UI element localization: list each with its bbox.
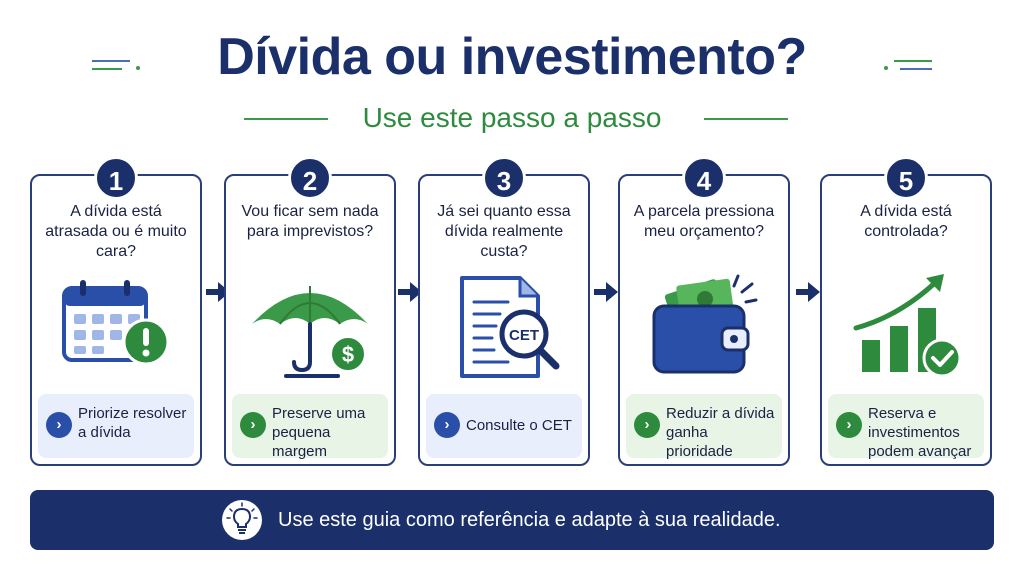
step-card-2: 2 Vou ficar sem nada para imprevistos? $… [224, 156, 396, 466]
step-number-badge: 1 [94, 156, 138, 200]
step-action-label: Preserve uma pequena margem [272, 405, 366, 460]
step-action-label: Consulte o CET [466, 417, 572, 434]
wallet-cash-icon [638, 272, 770, 382]
step-action[interactable]: › Reserva e investimentos podem avançar [828, 394, 984, 460]
growth-chart-check-icon [840, 272, 972, 382]
chevron-right-icon: › [836, 412, 862, 438]
step-action[interactable]: › Preserve uma pequena margem [232, 394, 388, 460]
subtitle-line-left [244, 118, 328, 120]
step-action-label: Priorize resolver a dívida [78, 405, 187, 441]
chevron-right-icon: › [46, 412, 72, 438]
step-question: Já sei quanto essa dívida realmente cust… [437, 203, 571, 260]
chevron-right-icon: › [240, 412, 266, 438]
step-number-badge: 2 [288, 156, 332, 200]
step-question: A dívida está controlada? [860, 203, 952, 240]
document-magnifier-icon: CET [438, 272, 570, 382]
step-action[interactable]: › Reduzir a dívida ganha prioridade [626, 394, 782, 460]
subtitle-line-right [704, 118, 788, 120]
step-action-label: Reserva e investimentos podem avançar [868, 405, 972, 460]
arrow-right-icon [594, 280, 618, 304]
title-decoration-dot-left [136, 66, 140, 70]
step-question: Vou ficar sem nada para imprevistos? [241, 203, 379, 240]
lightbulb-icon [222, 500, 262, 540]
step-action[interactable]: › Consulte o CET [426, 394, 582, 458]
arrow-right-icon [796, 280, 820, 304]
step-question: A dívida está atrasada ou é muito cara? [45, 203, 187, 260]
title-decoration-left-2 [92, 68, 122, 70]
calendar-alert-icon [50, 272, 182, 382]
step-number-badge: 3 [482, 156, 526, 200]
step-number-badge: 5 [884, 156, 928, 200]
footer-text: Use este guia como referência e adapte à… [278, 509, 781, 531]
chevron-right-icon: › [634, 412, 660, 438]
step-action-label: Reduzir a dívida ganha prioridade [666, 405, 775, 460]
page-title: Dívida ou investimento? [217, 28, 807, 86]
arrow-right-icon [398, 280, 422, 304]
step-question: A parcela pressiona meu orçamento? [633, 203, 775, 240]
svg-text:$: $ [342, 342, 354, 367]
title-decoration-right-2 [900, 68, 932, 70]
step-card-1: 1 A dívida está atrasada ou é muito cara… [30, 156, 202, 466]
umbrella-money-icon: $ [244, 272, 376, 382]
step-card-5: 5 A dívida está controlada? › Reserva e … [820, 156, 992, 466]
cet-label: CET [509, 327, 539, 344]
title-area: Dívida ou investimento? [0, 22, 1024, 92]
step-card-3: 3 Já sei quanto essa dívida realmente cu… [418, 156, 590, 466]
footer-banner: Use este guia como referência e adapte à… [30, 490, 994, 550]
step-number-badge: 4 [682, 156, 726, 200]
subtitle-area: Use este passo a passo [0, 98, 1024, 138]
title-decoration-left [92, 60, 130, 62]
title-decoration-right [894, 60, 932, 62]
title-decoration-dot-right [884, 66, 888, 70]
step-action[interactable]: › Priorize resolver a dívida [38, 394, 194, 458]
chevron-right-icon: › [434, 412, 460, 438]
page-subtitle: Use este passo a passo [362, 102, 662, 133]
step-card-4: 4 A parcela pressiona meu orçamento? › R… [618, 156, 790, 466]
